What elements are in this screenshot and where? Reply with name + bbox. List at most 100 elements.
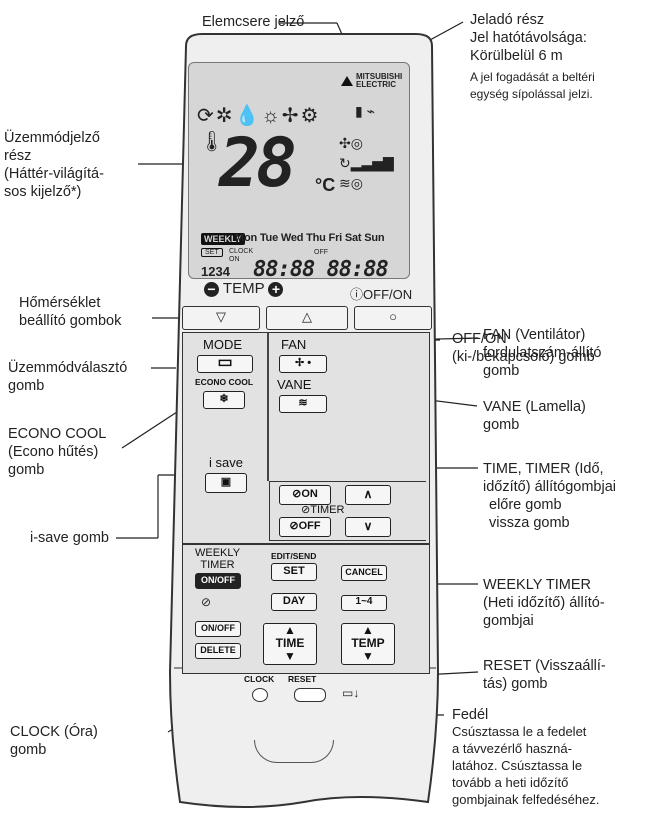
mode-label: MODE xyxy=(203,337,242,352)
fan-button[interactable]: ✢ • xyxy=(279,355,327,373)
top-buttons: ▽ △ ○ xyxy=(182,306,432,330)
temp-up-button[interactable]: △ xyxy=(266,306,348,330)
dry-mode-icon: 💧 xyxy=(234,105,262,127)
temp-button-label: TEMP xyxy=(351,636,385,650)
day-button[interactable]: DAY xyxy=(271,593,317,611)
lcd-temperature: 28 xyxy=(219,124,297,203)
label-transmitter-3: Körülbelül 6 m xyxy=(470,48,563,64)
onoff-button[interactable]: ON/OFF xyxy=(195,621,241,637)
label-fan-3: gomb xyxy=(483,363,520,379)
label-battery: Elemcsere jelző xyxy=(202,14,305,30)
timer-forward-button[interactable]: ∧ xyxy=(345,485,391,505)
label-mode-select-2: gomb xyxy=(8,378,45,394)
weekly-label-1: WEEKLY xyxy=(195,547,241,559)
label-cover-6: gombjainak felfedéséhez. xyxy=(452,792,600,807)
cancel-button[interactable]: CANCEL xyxy=(341,565,387,581)
label-mode-display-4: sos kijelző*) xyxy=(4,184,82,200)
auto-mode-icon: ⟳ xyxy=(197,105,216,127)
cover-slot[interactable] xyxy=(254,740,334,763)
label-transmitter-note-2: egység sípolással jelzi. xyxy=(470,87,593,101)
label-isave: i-save gomb xyxy=(30,530,109,546)
mitsubishi-logo-icon xyxy=(341,76,353,86)
on-indicator: ON xyxy=(229,256,240,263)
timer-off-label: OFF xyxy=(298,520,321,532)
label-cover-2: Csúsztassa le a fedelet xyxy=(452,724,587,739)
label-transmitter-note-1: A jel fogadását a beltéri xyxy=(470,70,595,84)
vane-swing-icon: ≋◎ xyxy=(339,175,363,191)
label-mode-display-3: (Háttér-világítá- xyxy=(4,166,104,182)
temp-bar: − TEMP + xyxy=(204,280,284,297)
temp-button[interactable]: ▲TEMP▼ xyxy=(341,623,395,665)
offon-button[interactable]: ○ xyxy=(354,306,432,330)
range-button[interactable]: 1~4 xyxy=(341,595,387,611)
label-weekly-1: WEEKLY TIMER xyxy=(483,577,591,593)
reset-button[interactable] xyxy=(294,688,326,702)
label-temp-buttons-1: Hőmérséklet xyxy=(19,295,101,311)
program-numbers: 1234 xyxy=(201,264,230,279)
label-clock-1: CLOCK (Óra) xyxy=(10,724,98,740)
battery-cover-icon: ▭↓ xyxy=(342,686,360,700)
mode-button[interactable]: ▭ xyxy=(197,355,253,373)
set-button[interactable]: SET xyxy=(271,563,317,581)
label-reset-1: RESET (Visszaállí- xyxy=(483,658,606,674)
logo-text-2: ELECTRIC xyxy=(356,80,396,89)
battery-icon: ▮ ⌁ xyxy=(355,103,376,119)
minus-icon: − xyxy=(204,281,219,297)
label-econo-3: gomb xyxy=(8,462,45,478)
label-mode-display-1: Üzemmódjelző xyxy=(4,130,100,146)
offon-label-text: OFF/ON xyxy=(363,287,413,302)
label-vane-2: gomb xyxy=(483,417,520,433)
clock-button[interactable] xyxy=(252,688,268,702)
label-transmitter-2: Jel hatótávolsága: xyxy=(470,30,587,46)
label-transmitter-1: Jeladó rész xyxy=(470,12,545,28)
label-fan-2: fordulatszám-állító xyxy=(483,345,602,361)
fan-vane-icons: ✣◎ ↻▂▃▅▇ ≋◎ xyxy=(339,133,394,193)
timer-back-button[interactable]: ∨ xyxy=(345,517,391,537)
delete-button[interactable]: DELETE xyxy=(195,643,241,659)
fan-label: FAN xyxy=(281,337,307,352)
label-econo-2: (Econo hűtés) xyxy=(8,444,99,460)
label-timer-3: előre gomb xyxy=(489,497,562,513)
timer-label-text: TIMER xyxy=(310,504,345,516)
time-display: 88:88 88:88 xyxy=(253,257,389,282)
clock-indicator: CLOCK xyxy=(229,248,254,255)
vane-label: VANE xyxy=(277,377,312,392)
label-cover-5: tovább a heti időzítő xyxy=(452,775,569,790)
weekly-onoff-button[interactable]: ON/OFF xyxy=(195,573,241,589)
label-mode-display-2: rész xyxy=(4,148,32,164)
label-timer-1: TIME, TIMER (Idő, xyxy=(483,461,604,477)
clock-button-label: CLOCK xyxy=(244,674,275,684)
clock-icon: ⊘ xyxy=(201,595,212,609)
mode-icons: ⟳✲💧☼✢⚙ xyxy=(197,103,320,128)
temp-down-button[interactable]: ▽ xyxy=(182,306,260,330)
label-timer-2: időzítő) állítógombjai xyxy=(483,479,616,495)
label-cover-3: a távvezérlő haszná- xyxy=(452,741,572,756)
label-vane-1: VANE (Lamella) xyxy=(483,399,586,415)
fan-speed-icon: ✣◎ xyxy=(339,135,363,151)
fan-mode-icon: ✢ xyxy=(281,105,301,127)
time-button[interactable]: ▲TIME▼ xyxy=(263,623,317,665)
label-fan-1: FAN (Ventilátor) xyxy=(483,327,586,343)
button-panel: MODE ▭ ECONO COOL ❄ FAN ✢ • VANE ≋ i sav… xyxy=(182,332,430,674)
thermometer-icon: 🌡 xyxy=(199,131,225,153)
reset-button-label: RESET xyxy=(288,674,317,684)
label-cover-4: latához. Csúsztassa le xyxy=(452,758,583,773)
econo-cool-button[interactable]: ❄ xyxy=(203,391,245,409)
timer-on-label: ON xyxy=(301,488,318,500)
weekly-indicator: WEEKLY xyxy=(201,233,245,245)
label-offon-1: OFF/ON xyxy=(452,331,507,347)
vane-button[interactable]: ≋ xyxy=(279,395,327,413)
timer-on-button[interactable]: ⊘ON xyxy=(279,485,331,505)
label-weekly-3: gombjai xyxy=(483,613,534,629)
lcd-unit: °C xyxy=(315,175,336,195)
off-indicator: OFF xyxy=(314,249,328,256)
heat-mode-icon: ☼ xyxy=(261,105,282,127)
label-timer-4: vissza gomb xyxy=(489,515,570,531)
logo-text-1: MITSUBISHI xyxy=(356,72,403,81)
isave-button[interactable]: ▣ xyxy=(205,473,247,493)
timer-off-button[interactable]: ⊘OFF xyxy=(279,517,331,537)
